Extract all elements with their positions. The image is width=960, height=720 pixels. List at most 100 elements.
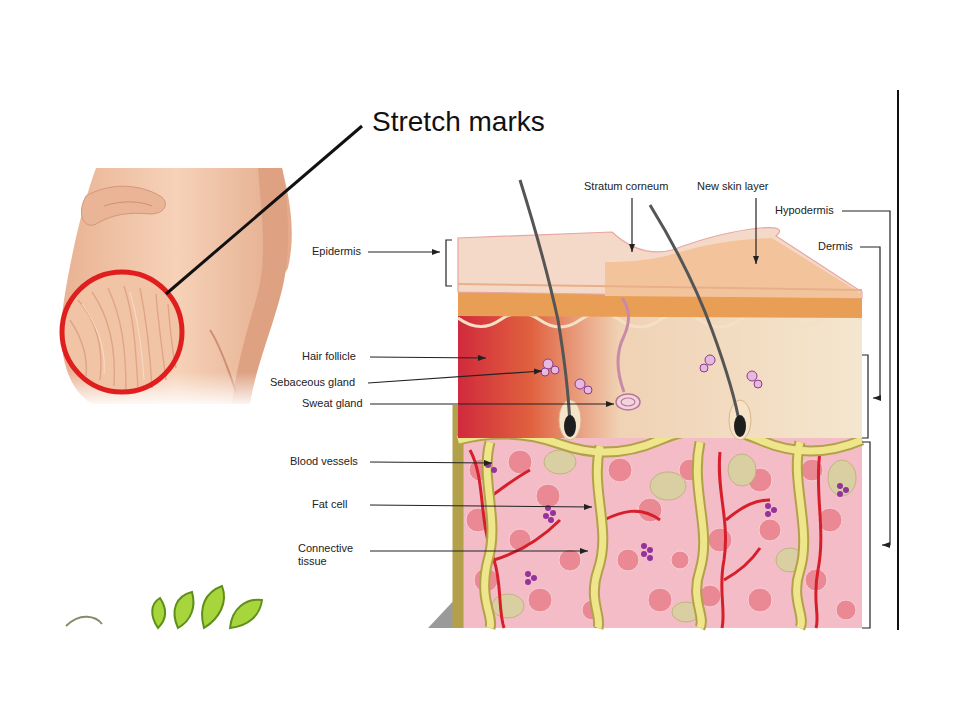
frame-line (897, 90, 899, 630)
fat-cells (536, 484, 560, 508)
fat-cells (528, 588, 552, 612)
blood-vessels (494, 520, 560, 560)
leader-lines (370, 357, 486, 358)
connective-tissue (594, 446, 602, 628)
connective-tissue (485, 442, 492, 628)
leader-lines (370, 505, 592, 507)
layer-label: New skin layer (697, 180, 769, 193)
connective-tissue (594, 446, 602, 628)
part-label: Sweat gland (302, 397, 363, 410)
hair-follicles (734, 415, 746, 437)
leader-lines (370, 550, 588, 551)
callout-title: Stretch marks (372, 106, 545, 138)
grape-clusters (485, 462, 849, 585)
sweat-gland (616, 394, 640, 410)
fat-cells (708, 528, 732, 552)
sebaceous-glands (541, 355, 762, 394)
sebaceous-glands (754, 380, 762, 388)
fat-lobules (650, 472, 686, 500)
logo-leaves (152, 598, 165, 628)
callout-line (166, 126, 362, 294)
grape-clusters (837, 491, 843, 497)
grape-clusters (525, 571, 531, 577)
hair-follicles (520, 180, 751, 440)
stretch-mark-circle (62, 272, 182, 392)
logo-leaves (174, 592, 193, 628)
hair-follicles (729, 400, 751, 440)
sebaceous-glands (747, 371, 757, 381)
torso-figure (104, 202, 152, 206)
sebaceous-glands (705, 355, 715, 365)
blood-vessels (726, 500, 770, 520)
grape-clusters (545, 505, 551, 511)
grape-clusters (641, 543, 647, 549)
grape-clusters (771, 507, 777, 513)
grape-clusters (843, 487, 849, 493)
logo-leaves (230, 600, 262, 628)
torso-figure (232, 168, 288, 404)
fat-cells (608, 458, 632, 482)
part-label: Connective tissue (298, 542, 362, 568)
grape-clusters (548, 517, 554, 523)
sebaceous-glands (584, 386, 592, 394)
leader-lines (862, 442, 870, 628)
stretch-mark-circle (82, 292, 144, 380)
connective-tissue (458, 405, 862, 628)
sweat-gland (618, 298, 629, 392)
connective-tissue (697, 442, 704, 628)
leader-lines (370, 403, 614, 404)
grape-clusters (647, 547, 653, 553)
blood-vessels (470, 450, 821, 628)
leader-lines (368, 371, 542, 383)
grape-clusters (525, 579, 531, 585)
grape-clusters (765, 503, 771, 509)
hair-follicles (650, 205, 740, 426)
stretch-mark-circle (70, 286, 176, 390)
layer-label: Stratum corneum (584, 180, 668, 193)
layer-label: Epidermis (312, 245, 361, 258)
sweat-gland (616, 298, 640, 410)
connective-tissue (458, 429, 862, 628)
torso-figure (81, 186, 165, 225)
blood-vessels (719, 452, 725, 628)
grape-clusters (491, 467, 497, 473)
logo-stroke (66, 617, 102, 626)
leader-lines (755, 198, 756, 264)
fat-cells (559, 549, 581, 571)
connective-tissue (458, 405, 862, 628)
grape-clusters (531, 575, 537, 581)
blood-vessels (604, 511, 660, 520)
leader-lines (446, 240, 452, 286)
hair-follicles (564, 415, 576, 437)
sebaceous-glands (700, 364, 708, 372)
hair-follicles (520, 180, 570, 426)
fat-cells (671, 551, 689, 569)
leader-lines (860, 247, 880, 398)
stretch-mark-circle (62, 272, 182, 392)
leader-lines (368, 198, 890, 628)
fat-lobules (492, 594, 524, 618)
sebaceous-glands (541, 368, 549, 376)
fat-cells (648, 588, 672, 612)
grape-clusters (550, 510, 556, 516)
logo-leaves (152, 586, 262, 628)
connective-tissue (697, 442, 704, 628)
grape-clusters (765, 511, 771, 517)
part-label: Sebaceous gland (270, 376, 355, 389)
part-label: Fat cell (312, 498, 347, 511)
layer-label: Dermis (818, 240, 853, 253)
stretch-mark-circle (62, 272, 182, 392)
leader-lines (368, 251, 440, 252)
sweat-gland (621, 398, 635, 406)
part-label: Blood vessels (290, 455, 358, 468)
leader-lines (842, 211, 890, 545)
fat-cells (748, 588, 772, 612)
connective-tissue (797, 442, 804, 628)
blood-vessels (724, 548, 760, 580)
leader-lines (370, 462, 492, 463)
skin-block (458, 438, 862, 628)
fat-cells (617, 549, 639, 571)
grape-clusters (543, 513, 549, 519)
